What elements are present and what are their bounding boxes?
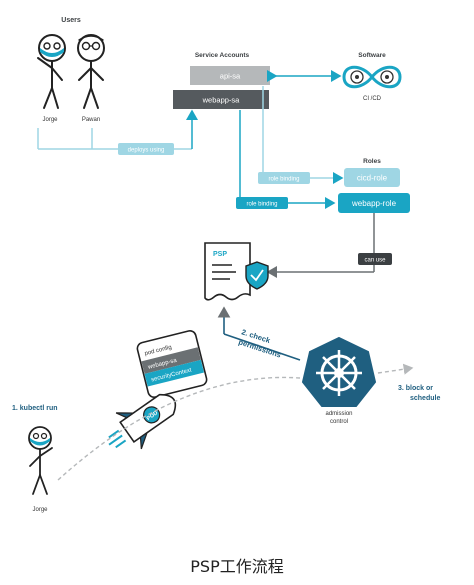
admission-label-1: admission: [325, 411, 352, 417]
webapp-role-box: [338, 193, 410, 213]
user-jorge-bottom-icon: [28, 426, 53, 495]
user-pawan-label: Pawan: [82, 117, 100, 123]
role-binding-tag-1: [258, 172, 310, 184]
webapp-sa-label: webapp-sa: [202, 96, 241, 105]
roles-heading: Roles: [363, 158, 381, 165]
psp-document-icon: [204, 242, 269, 301]
software-heading: Software: [358, 52, 386, 59]
webapp-sa-binding-line: [239, 110, 336, 209]
rocket-label: POD: [146, 410, 159, 422]
block-schedule-arrow: [377, 363, 414, 375]
api-sa-binding-line: [262, 86, 344, 184]
pod-config-card: pod config webapp-sa securityContext: [136, 330, 208, 398]
webapp-sa-box: [173, 90, 269, 109]
step3-line2: schedule: [410, 395, 440, 402]
pod-rocket-icon: POD: [108, 393, 177, 450]
cicd-infinity-icon: [342, 65, 402, 89]
step3-line1: 3. block or: [398, 385, 433, 392]
admission-control-icon: [301, 336, 377, 407]
psp-title: PSP: [213, 251, 227, 258]
api-sa-box: [190, 66, 270, 85]
user-pawan-icon: [77, 34, 105, 109]
bottom-user-label: Jorge: [32, 507, 48, 513]
figure-caption: PSP工作流程: [190, 557, 284, 576]
check-permissions-arrow: [217, 306, 301, 361]
role-binding-tag-2: [236, 197, 288, 209]
cicd-role-label: cicd-role: [357, 174, 388, 183]
users-heading: Users: [61, 17, 81, 24]
role-binding-label-1: role binding: [268, 177, 299, 183]
webapp-role-label: webapp-role: [351, 199, 397, 208]
trajectory-dashed-line: [57, 376, 301, 481]
can-use-tag: [358, 253, 392, 265]
api-sa-label: api-sa: [220, 72, 241, 81]
admission-label-2: control: [330, 419, 348, 425]
deploys-using-tag: [118, 143, 174, 155]
role-binding-label-2: role binding: [246, 202, 277, 208]
user-jorge-label: Jorge: [42, 117, 58, 123]
cicd-role-box: [344, 168, 400, 187]
deploys-using-label: deploys using: [128, 148, 165, 154]
cicd-label: CI /CD: [363, 96, 382, 102]
user-jorge-icon: [37, 34, 66, 109]
service-accounts-heading: Service Accounts: [195, 52, 250, 59]
step1-label: 1. kubectl run: [12, 405, 58, 412]
can-use-label: can use: [364, 258, 386, 264]
